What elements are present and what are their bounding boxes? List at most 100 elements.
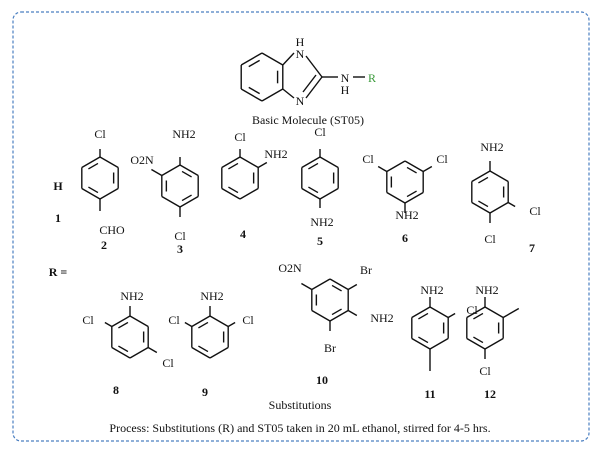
bond (418, 336, 429, 344)
bond (191, 346, 211, 359)
bond (484, 337, 504, 350)
sub-label: 2 (101, 238, 107, 252)
atom: NH2 (475, 283, 498, 297)
bond (311, 309, 331, 322)
bond (147, 346, 158, 354)
bond (88, 162, 99, 170)
bond (184, 321, 193, 328)
sub-label: 12 (484, 387, 496, 401)
bond (429, 306, 449, 319)
bond (329, 309, 349, 322)
bond (308, 186, 319, 194)
bond (377, 165, 388, 173)
atom: Cl (479, 364, 491, 378)
bond (411, 337, 431, 350)
bond (221, 187, 241, 200)
bond (118, 345, 129, 353)
bonds (81, 52, 520, 371)
bond (248, 86, 261, 95)
bond (473, 336, 484, 344)
atom-n: N (341, 71, 350, 85)
sub-1-h: H (53, 179, 63, 193)
bond (478, 200, 489, 208)
bond (311, 278, 331, 291)
atom: Br (360, 263, 372, 277)
bond (191, 315, 211, 328)
atom: NH2 (172, 127, 195, 141)
dashed-border (12, 11, 590, 442)
sub-label: 5 (317, 234, 323, 248)
bond (248, 59, 261, 68)
bond (228, 162, 239, 170)
bond (282, 52, 295, 66)
bond (81, 156, 101, 169)
bond (301, 282, 313, 291)
bond (111, 315, 131, 328)
bond (301, 187, 321, 200)
r-group: R (368, 71, 376, 85)
bond (406, 166, 417, 174)
bond (118, 321, 129, 329)
bond (489, 201, 509, 214)
sub-label: 1 (55, 211, 61, 225)
atom: Cl (94, 127, 106, 141)
bond (129, 315, 149, 328)
bond (88, 186, 99, 194)
bond (484, 306, 504, 319)
sub-label: 11 (424, 387, 435, 401)
atom: NH2 (370, 311, 393, 325)
bond (331, 308, 342, 316)
bond (301, 156, 321, 169)
bond (181, 194, 192, 202)
atom: Cl (314, 125, 326, 139)
bond (239, 156, 259, 169)
bond (228, 186, 239, 194)
bond (319, 156, 339, 169)
bond (406, 190, 417, 198)
atom: Cl (168, 313, 180, 327)
bond (111, 346, 131, 359)
atom: Cl (242, 313, 254, 327)
sub-label: 9 (202, 385, 208, 399)
bond (181, 170, 192, 178)
substitutions-caption: Substitutions (269, 398, 332, 412)
sub-label: 10 (316, 373, 328, 387)
bond (209, 346, 229, 359)
bond (489, 170, 509, 183)
bond (319, 187, 339, 200)
bond (151, 168, 163, 177)
atom: Cl (234, 130, 246, 144)
process-note: Process: Substitutions (R) and ST05 take… (109, 421, 490, 435)
atom: NH2 (395, 208, 418, 222)
sub-label: 6 (402, 231, 408, 245)
bond (411, 306, 431, 319)
bond (99, 187, 119, 200)
bond (347, 283, 358, 291)
atom: O2N (278, 261, 302, 275)
bond (129, 346, 149, 359)
bond (261, 52, 284, 66)
bond (179, 164, 199, 177)
r-equals-label: R = (49, 265, 68, 279)
atom: Cl (436, 152, 448, 166)
bond (386, 160, 406, 173)
atom: O2N (130, 153, 154, 167)
bond (239, 187, 259, 200)
bond (418, 312, 429, 320)
basic-molecule: H N N N H R Basic Molecule (ST05) (252, 35, 376, 127)
atom-n: N (296, 94, 305, 108)
basic-caption: Basic Molecule (ST05) (252, 113, 364, 127)
bond (507, 201, 516, 208)
bond (473, 312, 484, 320)
bond (471, 170, 491, 183)
bond (347, 309, 358, 317)
bond (261, 88, 284, 102)
bond (240, 52, 263, 66)
bond (305, 55, 323, 78)
bond (404, 191, 424, 204)
bond (404, 160, 424, 173)
bond (257, 161, 268, 169)
bond (466, 306, 486, 319)
